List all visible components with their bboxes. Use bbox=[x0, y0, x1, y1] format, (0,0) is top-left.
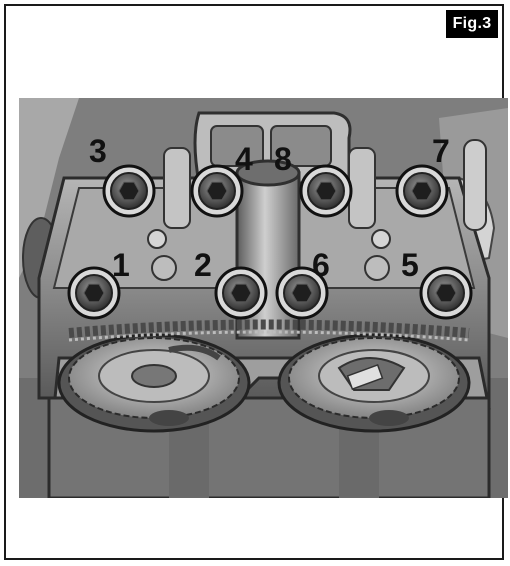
cylinder-head-illustration: 3 4 8 7 1 2 6 5 bbox=[19, 98, 508, 498]
figure-badge: Fig.3 bbox=[446, 10, 498, 38]
bolt-1 bbox=[67, 266, 121, 320]
bolt-labels: 3 4 8 7 1 2 6 5 bbox=[89, 133, 450, 283]
bolt-label-2: 2 bbox=[194, 247, 212, 283]
bolt-label-1: 1 bbox=[112, 247, 130, 283]
figure-frame: Fig.3 bbox=[4, 4, 508, 560]
bolt-label-5: 5 bbox=[401, 247, 419, 283]
bolt-5 bbox=[419, 266, 473, 320]
bolt-label-3: 3 bbox=[89, 133, 107, 169]
bolt-label-6: 6 bbox=[312, 247, 330, 283]
bolt-hex-socket-1 bbox=[83, 283, 105, 303]
bolts-layer bbox=[67, 164, 473, 320]
bolt-8 bbox=[299, 164, 353, 218]
left-cam-sprocket bbox=[57, 333, 251, 433]
bolt-label-8: 8 bbox=[274, 141, 292, 177]
bolt-7 bbox=[395, 164, 449, 218]
cam-chain bbox=[68, 319, 470, 342]
bolt-hex-socket-4 bbox=[206, 181, 228, 201]
bolt-label-7: 7 bbox=[432, 133, 450, 169]
bolt-hex-socket-3 bbox=[118, 181, 140, 201]
right-cam-sprocket bbox=[277, 333, 471, 433]
bolt-hex-socket-2 bbox=[230, 283, 252, 303]
bolt-label-4: 4 bbox=[235, 141, 253, 177]
bolt-4 bbox=[190, 164, 244, 218]
fittings bbox=[147, 229, 391, 281]
bolt-6 bbox=[275, 266, 329, 320]
bolt-2 bbox=[214, 266, 268, 320]
bolt-hex-socket-5 bbox=[435, 283, 457, 303]
bolt-3 bbox=[102, 164, 156, 218]
bolt-hex-socket-8 bbox=[315, 181, 337, 201]
bolt-hex-socket-7 bbox=[411, 181, 433, 201]
bolt-hex-socket-6 bbox=[291, 283, 313, 303]
